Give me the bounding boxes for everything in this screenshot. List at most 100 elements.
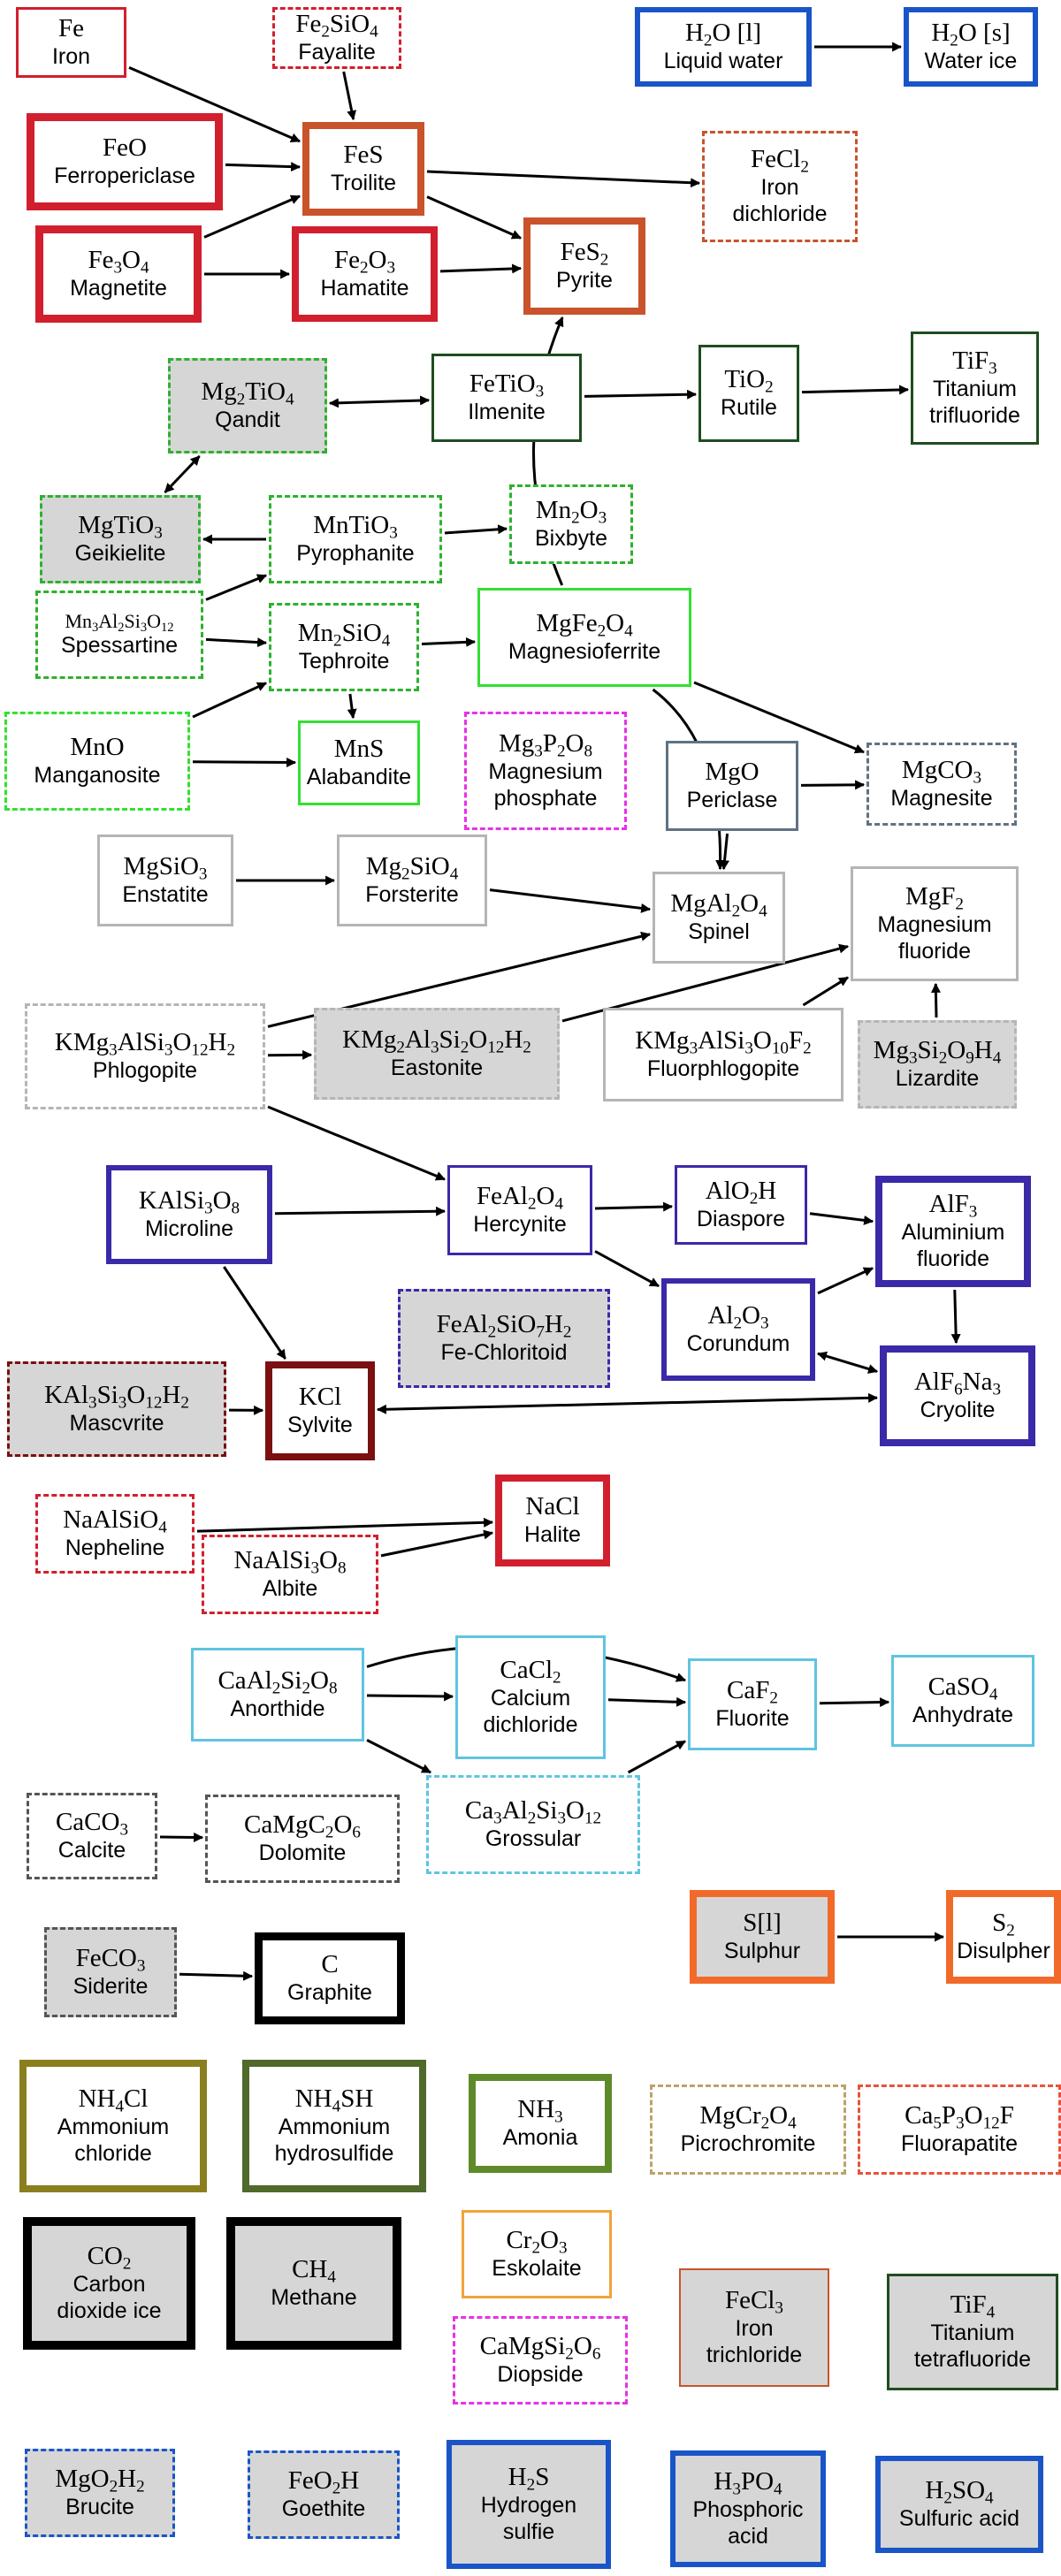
species-name: Geikielite — [74, 540, 166, 566]
species-formula: KAl3Si3O12H2 — [44, 1381, 189, 1413]
species-name: Sulphur — [723, 1938, 801, 1963]
species-formula: NH4Cl — [78, 2084, 149, 2116]
species-name: trifluoride — [929, 402, 1020, 428]
species-formula: Mg3P2O8 — [498, 729, 593, 761]
species-formula: FeS — [343, 141, 384, 170]
species-formula: Mg2SiO4 — [365, 852, 459, 884]
species-name: sulfie — [502, 2519, 555, 2544]
species-name: Hydrogen — [480, 2492, 577, 2518]
arrow-fluorite-to-anhydrate — [819, 1697, 890, 1708]
arrow-fe2o3-to-fes2 — [439, 263, 523, 274]
species-name: Water ice — [924, 48, 1018, 73]
species-name: dichloride — [732, 201, 828, 226]
species-name: Titanium — [933, 376, 1017, 401]
species-formula: Mn3Al2Si3O12 — [65, 609, 174, 635]
arrow-diaspore-to-alf3 — [809, 1212, 874, 1225]
species-formula: FeO2H — [287, 2466, 360, 2498]
species-name: phosphate — [493, 785, 598, 811]
species-formula: NH4SH — [294, 2084, 374, 2116]
species-formula: MgCr2O4 — [699, 2101, 797, 2133]
arrow-periclase-to-magnesite — [800, 780, 866, 790]
species-formula: H2O [l] — [684, 19, 762, 50]
species-formula: Fe2SiO4 — [295, 10, 378, 42]
species-name: Microline — [144, 1216, 234, 1241]
species-formula: Mg3Si2O9H4 — [873, 1036, 1002, 1068]
arrow-spessartine-to-pyrophanite — [205, 574, 268, 601]
species-formula: Cr2O3 — [506, 2226, 568, 2258]
species-formula: CaCO3 — [55, 1808, 129, 1840]
species-formula: KAlSi3O8 — [138, 1186, 240, 1218]
species-formula: H2O [s] — [931, 19, 1011, 50]
species-formula: CaCl2 — [500, 1656, 561, 1688]
arrow-anorthide-to-grossular — [366, 1739, 431, 1774]
species-formula: TiF3 — [952, 347, 997, 378]
arrow-cacl2-to-fluorite — [607, 1696, 687, 1707]
species-name: Eastonite — [390, 1055, 484, 1080]
species-name: Pyrite — [556, 267, 613, 293]
arrow-nepheline-to-halite — [196, 1517, 494, 1533]
arrow-rutile-to-tif3 — [801, 385, 910, 395]
arrow-pyrophanite-to-bixbyte — [444, 524, 508, 535]
species-formula: Al2O3 — [707, 1301, 769, 1333]
species-name: Qandit — [215, 407, 280, 432]
species-name: Ilmenite — [468, 399, 546, 424]
species-formula: KMg3AlSi3O10F2 — [635, 1026, 812, 1058]
species-name: Magnesium — [877, 911, 992, 937]
species-name: Lizardite — [895, 1065, 980, 1091]
species-name: Enstatite — [122, 881, 209, 907]
species-name: Siderite — [73, 1973, 149, 1999]
species-formula: FeCO3 — [75, 1944, 146, 1976]
species-name: fluoride — [917, 1246, 989, 1271]
arrow-microline-to-hercynite — [274, 1206, 447, 1216]
species-name: Iron — [760, 174, 799, 200]
arrow-manganosite-to-tephroite — [192, 682, 267, 719]
species-sulphur: S[l]Sulphur — [690, 1890, 835, 1984]
species-name: Pyrophanite — [296, 540, 415, 566]
species-name: Magnesioferrite — [508, 638, 661, 664]
arrow-tephroite-to-alabandite — [347, 693, 357, 720]
arrow-albite-to-halite — [380, 1529, 494, 1558]
species-formula: H3PO4 — [714, 2467, 782, 2499]
arrow-microline-to-sylvite — [223, 1266, 286, 1360]
species-formula: MgFe2O4 — [536, 609, 633, 641]
species-name: Amonia — [502, 2124, 578, 2150]
species-name: Ammonium — [57, 2114, 170, 2139]
species-name: Ammonium — [278, 2114, 391, 2139]
species-formula: TiF4 — [950, 2290, 996, 2322]
species-name: Rutile — [721, 394, 777, 420]
species-name: Titanium — [930, 2320, 1015, 2345]
species-name: Fe-Chloritoid — [440, 1339, 568, 1365]
species-formula: MgSiO3 — [123, 852, 208, 884]
species-formula: Ca3Al2Si3O12 — [464, 1796, 602, 1828]
species-formula: Mg2TiO4 — [201, 377, 294, 409]
